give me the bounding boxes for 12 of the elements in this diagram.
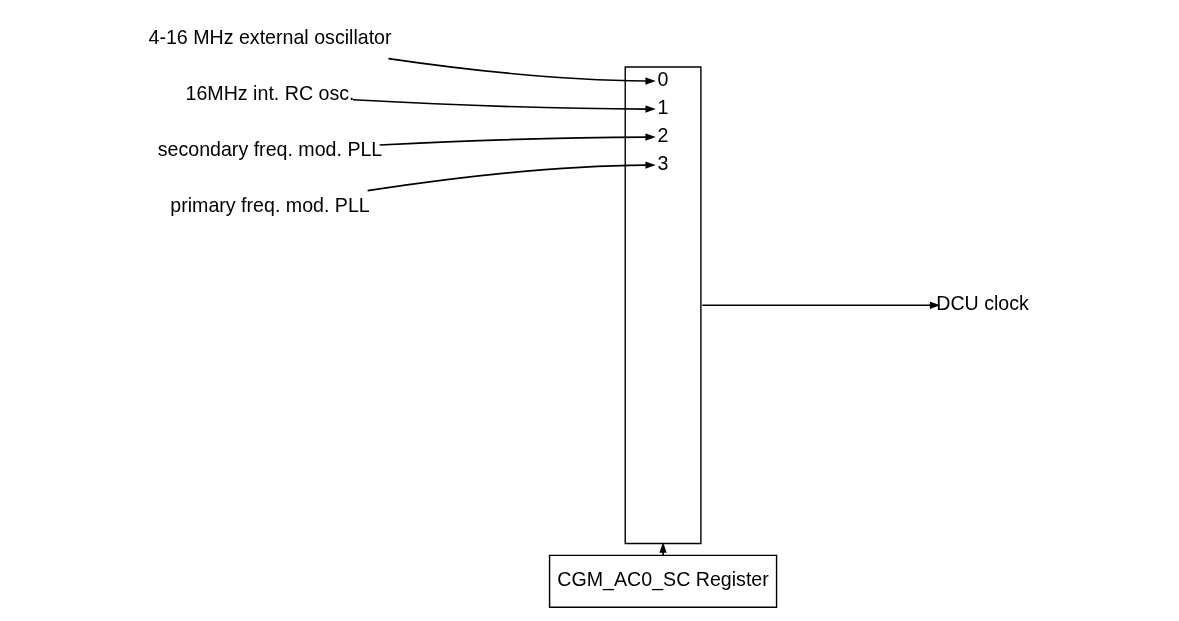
node-text: DCU clock [936, 292, 1029, 315]
arrow [366, 161, 656, 192]
node-text: secondary freq. mod. PLL [157, 138, 383, 161]
node-box: 0 1 2 3 [624, 66, 702, 545]
arrow [387, 57, 656, 85]
node-text: 16MHz int. RC osc. [185, 82, 355, 105]
node-text: 4-16 MHz external oscillator [148, 26, 392, 49]
arrow [352, 98, 656, 113]
arrow [701, 301, 941, 309]
node-text: primary freq. mod. PLL [170, 194, 370, 217]
node-box: CGM_AC0_SC Register [548, 554, 778, 608]
arrow [378, 133, 656, 146]
